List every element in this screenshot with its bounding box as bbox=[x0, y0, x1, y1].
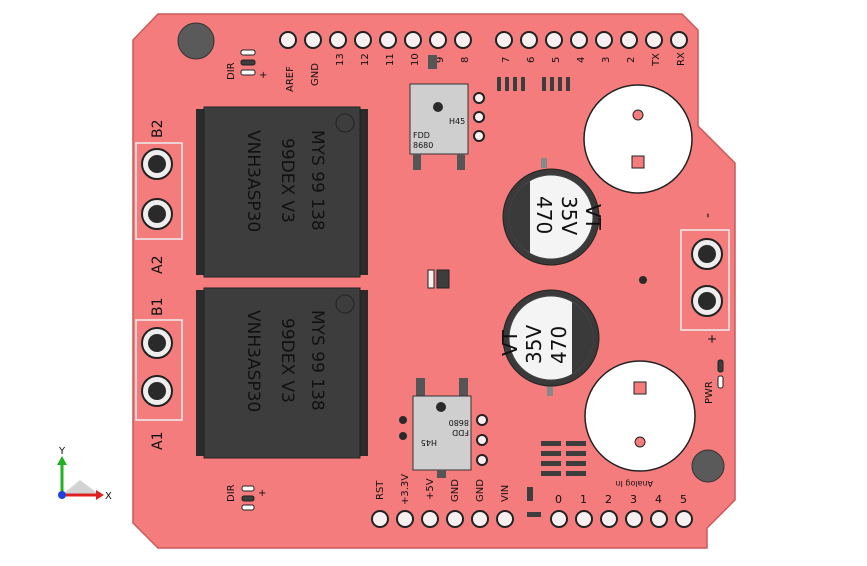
capacitor-bottom-brand: VT bbox=[498, 329, 522, 356]
terminal-label-b2: B2 bbox=[150, 119, 166, 138]
smd-resistors-top bbox=[497, 77, 570, 91]
mosfet-top-code: H45 bbox=[449, 117, 465, 126]
top-header-labels: AREF GND 13 12 11 10 9 8 7 6 5 4 3 2 TX … bbox=[285, 52, 687, 92]
chip-bottom-line2: 99DEX V3 bbox=[277, 318, 297, 403]
capacitor-bottom-voltage: 35V bbox=[522, 325, 546, 364]
terminal-label-b1: B1 bbox=[150, 297, 166, 316]
pin-label-10: 10 bbox=[410, 53, 421, 66]
pin-label-9: 9 bbox=[435, 57, 446, 63]
power-terminal-plus: + bbox=[705, 334, 719, 344]
capacitor-bottom: 470 35V VT bbox=[498, 289, 600, 396]
analog-label-4: 4 bbox=[655, 493, 662, 506]
analog-label-5: 5 bbox=[680, 493, 687, 506]
mosfet-bottom-line2: 8680 bbox=[449, 418, 469, 427]
pin-label-tx: TX bbox=[651, 53, 662, 67]
mounting-hole-bottom-right bbox=[691, 449, 725, 483]
capacitor-top: 470 35V VT bbox=[502, 158, 605, 266]
mosfet-bottom-line1: FDD bbox=[452, 428, 469, 437]
analog-label-2: 2 bbox=[605, 493, 612, 506]
dir-led-top bbox=[240, 49, 256, 76]
axis-triad: X Y bbox=[57, 446, 112, 502]
motor-driver-chip-top: VNH3ASP30 99DEX V3 MYS 99 138 bbox=[196, 106, 368, 278]
axis-label-x: X bbox=[105, 491, 112, 502]
pin-label-7: 7 bbox=[501, 57, 512, 63]
motor-driver-chip-bottom: VNH3ASP30 99DEX V3 MYS 99 138 bbox=[196, 287, 368, 459]
mosfet-top-line2: 8680 bbox=[413, 141, 433, 150]
chip-bottom-line1: VNH3ASP30 bbox=[243, 310, 263, 412]
via-dot bbox=[639, 276, 647, 284]
axis-label-y: Y bbox=[58, 446, 66, 457]
pin-label-6: 6 bbox=[526, 57, 537, 63]
terminal-block-a bbox=[135, 319, 183, 421]
power-header-labels: RST +3.3V +5V GND GND VIN bbox=[375, 474, 511, 505]
pin-label-gnd1: GND bbox=[450, 479, 461, 502]
terminal-label-a1: A1 bbox=[150, 432, 166, 450]
analog-label-1: 1 bbox=[580, 493, 587, 506]
mosfet-bottom: FDD 8680 H45 bbox=[399, 378, 488, 478]
pin-label-aref: AREF bbox=[285, 66, 296, 92]
mosfet-top-line1: FDD bbox=[413, 131, 430, 140]
analog-in-label: Analog In bbox=[615, 479, 653, 488]
capacitor-bottom-value: 470 bbox=[547, 326, 571, 364]
capacitor-footprint-bottom bbox=[584, 360, 696, 472]
chip-top-line1: VNH3ASP30 bbox=[243, 130, 263, 232]
capacitor-footprint-top bbox=[583, 84, 693, 194]
pin-label-12: 12 bbox=[360, 53, 371, 66]
pin-label-4: 4 bbox=[576, 57, 587, 63]
pwr-led bbox=[717, 359, 724, 389]
pin-label-13: 13 bbox=[335, 53, 346, 66]
analog-label-0: 0 bbox=[555, 493, 562, 506]
pin-label-gnd2: GND bbox=[475, 479, 486, 502]
capacitor-top-value: 470 bbox=[532, 196, 556, 234]
top-header-pins bbox=[279, 31, 688, 49]
pin-label-2: 2 bbox=[626, 57, 637, 63]
chip-top-line2: 99DEX V3 bbox=[277, 138, 297, 223]
bottom-header-pins bbox=[371, 510, 693, 528]
pin-label-5v: +5V bbox=[425, 478, 436, 500]
pin-label-11: 11 bbox=[385, 53, 396, 66]
dir-label-top: DIR bbox=[226, 62, 237, 80]
pin-label-3: 3 bbox=[601, 57, 612, 63]
analog-header-labels: 0 1 2 3 4 5 bbox=[555, 493, 687, 506]
power-terminal-block bbox=[680, 229, 730, 331]
mounting-hole-top-left bbox=[177, 22, 215, 60]
pwr-label: PWR bbox=[704, 381, 715, 404]
mosfet-bottom-code: H45 bbox=[421, 438, 437, 447]
dir-plus-top: + bbox=[259, 70, 267, 81]
pin-label-5: 5 bbox=[551, 57, 562, 63]
pin-label-rst: RST bbox=[375, 480, 386, 500]
pin-label-gnd: GND bbox=[310, 63, 321, 86]
capacitor-top-voltage: 35V bbox=[557, 196, 581, 235]
dir-label-bottom: DIR bbox=[226, 484, 237, 502]
terminal-label-a2: A2 bbox=[150, 256, 166, 274]
chip-top-line3: MYS 99 138 bbox=[307, 130, 327, 231]
dir-led-bottom bbox=[241, 485, 255, 511]
smd-resistors-bottom bbox=[527, 441, 586, 517]
diode bbox=[427, 269, 450, 289]
terminal-block-b bbox=[135, 142, 183, 240]
capacitor-top-brand: VT bbox=[581, 204, 605, 231]
analog-label-3: 3 bbox=[630, 493, 637, 506]
power-terminal-minus: - bbox=[700, 213, 716, 218]
pin-label-vin: VIN bbox=[500, 485, 511, 502]
pin-label-3v3: +3.3V bbox=[400, 474, 411, 505]
dir-plus-bottom: + bbox=[258, 488, 266, 499]
pin-label-rx: RX bbox=[676, 52, 687, 66]
pin-label-8: 8 bbox=[460, 57, 471, 63]
mosfet-top: FDD 8680 H45 bbox=[409, 55, 485, 170]
chip-bottom-line3: MYS 99 138 bbox=[307, 310, 327, 411]
